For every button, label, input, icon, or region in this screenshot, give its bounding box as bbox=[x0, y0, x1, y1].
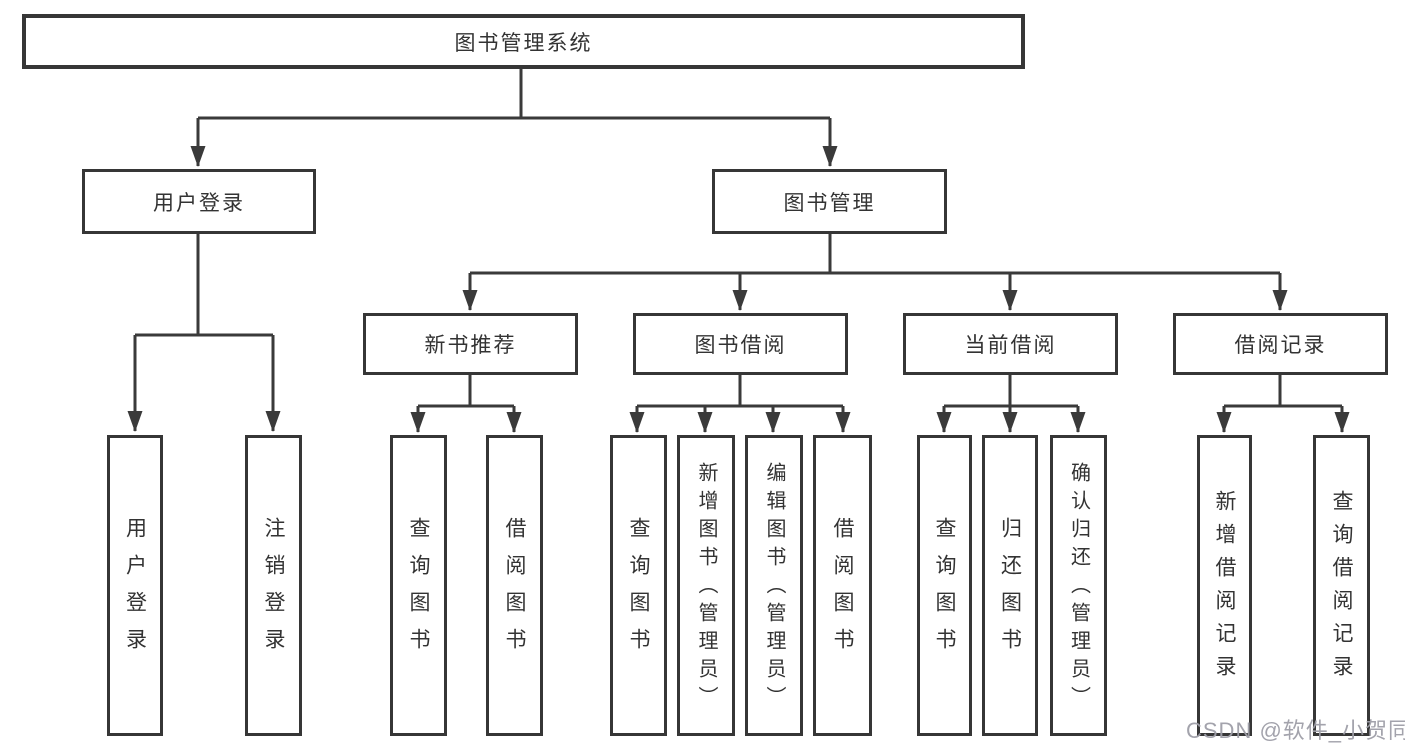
leaf-confirm-return-admin: 确认归还（管理员） bbox=[1050, 435, 1107, 736]
leaf-logout: 注销登录 bbox=[245, 435, 302, 736]
node-book-management: 图书管理 bbox=[712, 169, 947, 234]
leaf-return-books: 归还图书 bbox=[982, 435, 1038, 736]
node-user-login: 用户登录 bbox=[82, 169, 316, 234]
leaf-edit-books-admin: 编辑图书（管理员） bbox=[745, 435, 803, 736]
leaf-user-login: 用户登录 bbox=[107, 435, 163, 736]
leaf-query-borrow-record: 查询借阅记录 bbox=[1313, 435, 1370, 736]
leaf-borrow-books: 借阅图书 bbox=[813, 435, 872, 736]
leaf-query-books-current: 查询图书 bbox=[917, 435, 972, 736]
leaf-query-books-recommend: 查询图书 bbox=[390, 435, 447, 736]
leaf-borrow-books-recommend: 借阅图书 bbox=[486, 435, 543, 736]
csdn-watermark: CSDN @软件_小贺同学 bbox=[1186, 718, 1405, 743]
leaf-add-books-admin: 新增图书（管理员） bbox=[677, 435, 735, 736]
leaf-add-borrow-record: 新增借阅记录 bbox=[1197, 435, 1252, 736]
leaf-query-books-borrowing: 查询图书 bbox=[610, 435, 667, 736]
node-library-system: 图书管理系统 bbox=[22, 14, 1025, 69]
node-borrow-records: 借阅记录 bbox=[1173, 313, 1388, 375]
node-current-borrowing: 当前借阅 bbox=[903, 313, 1118, 375]
node-new-book-recommend: 新书推荐 bbox=[363, 313, 578, 375]
node-book-borrowing: 图书借阅 bbox=[633, 313, 848, 375]
